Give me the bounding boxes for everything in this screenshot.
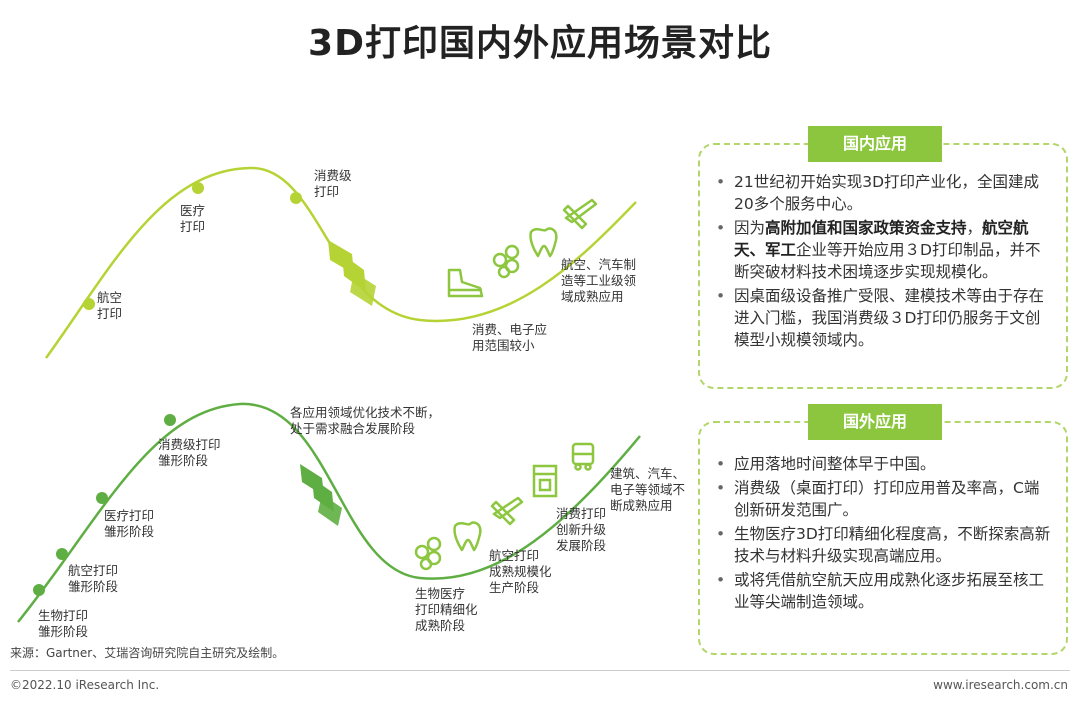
- foreign-node-medical: [96, 492, 108, 504]
- label-foreign-aero-mass: 航空打印 成熟规模化 生产阶段: [489, 548, 552, 595]
- tooth-icon: [529, 227, 558, 258]
- foreign-chevron-arrow: [300, 464, 342, 526]
- website-link[interactable]: www.iresearch.com.cn: [933, 678, 1068, 692]
- foreign-bullet-4: 或将凭借航空航天应用成熟化逐步拓展至核工业等尖端制造领域。: [710, 569, 1052, 613]
- airplane-icon: [562, 198, 598, 230]
- label-foreign-construction: 建筑、汽车、 电子等领域不 断成熟应用: [610, 466, 686, 513]
- copyright: ©2022.10 iResearch Inc.: [10, 678, 160, 692]
- label-foreign-aerospace: 航空打印 雏形阶段: [68, 563, 119, 594]
- label-foreign-optimize: 各应用领域优化技术不断， 处于需求融合发展阶段: [290, 405, 441, 436]
- label-foreign-medical: 医疗打印 雏形阶段: [104, 508, 155, 539]
- foreign-node-consumer: [164, 414, 176, 426]
- bus-icon: [571, 442, 595, 471]
- label-domestic-consumer: 消费级 打印: [314, 168, 352, 199]
- domestic-curve: [44, 166, 637, 359]
- label-foreign-bio-mature: 生物医疗 打印精细化 成熟阶段: [415, 586, 478, 633]
- label-domestic-consumer-small: 消费、电子应 用范围较小: [472, 322, 548, 353]
- foreign-panel-header: 国外应用: [808, 404, 942, 440]
- foreign-node-bio: [33, 584, 45, 596]
- foreign-curve: [17, 402, 641, 623]
- label-foreign-consumer: 消费级打印 雏形阶段: [158, 437, 221, 468]
- foreign-bullet-1: 应用落地时间整体早于中国。: [710, 453, 1052, 475]
- foreign-node-aerospace: [56, 548, 68, 560]
- foreign-bullet-3: 生物医疗3D打印精细化程度高，不断探索高新技术与材料升级实现高端应用。: [710, 523, 1052, 567]
- domestic-panel-header: 国内应用: [808, 126, 942, 162]
- footer-divider: [10, 670, 1070, 671]
- label-foreign-bio: 生物打印 雏形阶段: [38, 608, 89, 639]
- label-domestic-medical: 医疗 打印: [180, 203, 206, 234]
- domestic-bullet-2: 因为高附加值和国家政策资金支持，航空航天、军工企业等开始应用３D打印制品，并不断…: [710, 217, 1052, 283]
- printer-icon: [532, 464, 558, 498]
- domestic-bullet-1: 21世纪初开始实现3D打印产业化，全国建成20多个服务中心。: [710, 171, 1052, 215]
- molecule-icon: [414, 536, 442, 571]
- domestic-node-aerospace: [83, 298, 95, 310]
- foreign-bullet-2: 消费级（桌面打印）打印应用普及率高，C端创新研发范围广。: [710, 477, 1052, 521]
- domestic-bullet-3: 因桌面级设备推广受限、建模技术等由于存在进入门槛，我国消费级３D打印仍服务于文创…: [710, 285, 1052, 351]
- label-domestic-industrial: 航空、汽车制 造等工业级领 域成熟应用: [561, 257, 637, 304]
- tooth-icon: [453, 521, 482, 552]
- airplane-icon: [490, 496, 524, 526]
- source-note: 来源：Gartner、艾瑞咨询研究院自主研究及绘制。: [10, 646, 285, 660]
- domestic-panel: 21世纪初开始实现3D打印产业化，全国建成20多个服务中心。 因为高附加值和国家…: [698, 143, 1068, 389]
- domestic-node-consumer: [290, 192, 302, 204]
- page-title: 3D打印国内外应用场景对比: [308, 23, 772, 64]
- molecule-icon: [492, 244, 520, 279]
- label-domestic-aerospace: 航空 打印: [97, 290, 123, 321]
- domestic-node-medical: [192, 182, 204, 194]
- label-foreign-consumer-upgrade: 消费打印 创新升级 发展阶段: [556, 506, 607, 553]
- shoe-icon: [447, 268, 484, 298]
- foreign-panel: 应用落地时间整体早于中国。 消费级（桌面打印）打印应用普及率高，C端创新研发范围…: [698, 421, 1068, 655]
- domestic-chevron-arrow: [328, 240, 376, 306]
